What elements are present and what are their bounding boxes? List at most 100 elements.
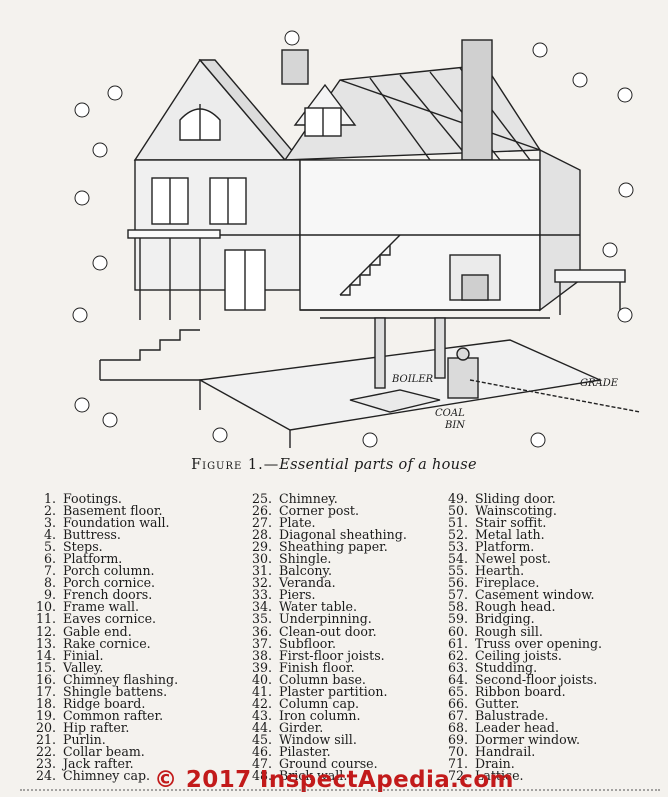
legend-item-label: First-floor joists. — [279, 647, 385, 663]
legend-item-label: Ribbon board. — [475, 683, 566, 699]
legend-item: 71.Drain. — [448, 756, 668, 772]
legend-item-number: 17. — [36, 683, 57, 699]
legend-item: 10.Frame wall. — [36, 601, 246, 614]
legend-item-label: Steps. — [63, 539, 103, 555]
legend-item: 27.Plate. — [252, 515, 452, 531]
legend-item: 13.Rake cornice. — [36, 635, 246, 651]
legend-item: 9.French doors. — [36, 587, 246, 603]
legend-item-number: 45. — [252, 731, 273, 747]
legend-item: 41.Plaster partition. — [252, 685, 452, 698]
legend-item-number: 55. — [448, 563, 469, 579]
legend-item-label: Eaves cornice. — [63, 611, 157, 627]
legend-item-number: 39. — [252, 659, 273, 675]
legend-item-label: Gutter. — [475, 695, 520, 711]
svg-text:GRADE: GRADE — [580, 378, 619, 389]
legend-item-label: Veranda. — [279, 575, 336, 591]
legend-item: 1.Footings. — [36, 492, 246, 505]
legend-item: 8.Porch cornice. — [36, 577, 246, 590]
legend-item-label: Balcony. — [279, 563, 332, 579]
legend-item: 62.Ceiling joists. — [448, 649, 668, 662]
legend-item: 15.Valley. — [36, 661, 246, 674]
legend-item-label: Hearth. — [475, 563, 525, 579]
legend-item-label: Studding. — [475, 659, 538, 675]
legend-item-label: French doors. — [63, 587, 153, 603]
legend-item-label: Ridge board. — [63, 695, 146, 711]
legend-item-label: Collar beam. — [63, 743, 145, 759]
legend-item: 2.Basement floor. — [36, 503, 246, 519]
legend-item-number: 20. — [36, 719, 57, 735]
legend-item: 51.Stair soffit. — [448, 515, 668, 531]
legend-item-number: 66. — [448, 695, 469, 711]
legend-item: 46.Pilaster. — [252, 745, 452, 758]
legend-item-number: 70. — [448, 743, 469, 759]
legend-item: 47.Ground course. — [252, 756, 452, 772]
legend-item-number: 48. — [252, 768, 273, 784]
figure-caption: Figure 1.—Essential parts of a house — [0, 457, 668, 473]
legend-item-label: Chimney. — [279, 491, 338, 506]
legend-item: 56.Fireplace. — [448, 575, 668, 591]
legend-item-number: 25. — [252, 491, 273, 506]
legend-item-label: Girder. — [279, 719, 324, 735]
legend-item-label: Plate. — [279, 515, 316, 531]
legend-item-label: Basement floor. — [63, 503, 163, 519]
legend-item-label: Newel post. — [475, 551, 551, 567]
legend-item: 38.First-floor joists. — [252, 647, 452, 663]
legend-item-number: 59. — [448, 611, 469, 627]
svg-text:BOILER: BOILER — [391, 374, 434, 385]
page-bottom-edge — [20, 789, 660, 793]
house-illustration: BOILER COAL BIN GRADE — [72, 30, 640, 448]
svg-text:COAL: COAL — [435, 408, 465, 419]
legend-item-number: 36. — [252, 623, 273, 639]
legend-item-number: 71. — [448, 756, 469, 772]
legend-item-number: 72. — [448, 768, 469, 784]
legend-item-label: Subfloor. — [279, 635, 337, 651]
legend-item-label: Rough sill. — [475, 623, 543, 639]
legend-item-number: 65. — [448, 683, 469, 699]
legend-item-label: Finial. — [63, 647, 104, 663]
legend-item-number: 42. — [252, 695, 273, 711]
legend-item: 24.Chimney cap. — [36, 769, 246, 782]
legend-item-label: Corner post. — [279, 503, 359, 519]
legend-item: 5. Steps. — [36, 539, 246, 555]
legend-item: 29.Sheathing paper. — [252, 539, 452, 555]
legend-item: 67.Balustrade. — [448, 707, 668, 723]
legend-item-number: 14. — [36, 647, 57, 663]
legend-item-number: 29. — [252, 539, 273, 555]
legend-item: 4.Buttress. — [36, 528, 246, 541]
legend-item: 48.Brick wall. — [252, 768, 452, 784]
legend-item-label: Sliding door. — [475, 491, 556, 506]
legend-item-label: Lattice. — [475, 768, 524, 784]
parts-legend-column-2: 25.Chimney.26.Corner post.27.Plate.28.Di… — [252, 491, 452, 784]
legend-item: 31.Balcony. — [252, 563, 452, 579]
legend-item-label: Casement window. — [475, 587, 595, 603]
legend-item-number: 5. — [43, 539, 56, 555]
legend-item: 39.Finish floor. — [252, 659, 452, 675]
legend-item-label: Diagonal sheathing. — [279, 527, 407, 543]
legend-item-label: Fireplace. — [475, 575, 540, 591]
legend-item: 45.Window sill. — [252, 731, 452, 747]
legend-item-number: 22. — [36, 743, 57, 759]
legend-item-number: 6. — [43, 551, 56, 567]
legend-item-label: Platform. — [63, 551, 123, 567]
legend-item: 58.Rough head. — [448, 601, 668, 614]
legend-item: 54.Newel post. — [448, 551, 668, 567]
legend-item-label: Clean-out door. — [279, 623, 377, 639]
legend-item: 23.Jack rafter. — [36, 757, 246, 770]
legend-item: 14. Finial. — [36, 647, 246, 663]
legend-item-number: 19. — [36, 707, 57, 723]
legend-item-label: Iron column. — [279, 707, 361, 723]
legend-item-label: Chimney flashing. — [63, 671, 179, 687]
legend-item-number: 21. — [36, 731, 57, 747]
legend-item: 42.Column cap. — [252, 695, 452, 711]
legend-item-number: 57. — [448, 587, 469, 603]
legend-item: 66. Gutter. — [448, 695, 668, 711]
legend-item-label: Balustrade. — [475, 707, 549, 723]
legend-item-number: 47. — [252, 756, 273, 772]
legend-item: 11.Eaves cornice. — [36, 611, 246, 627]
legend-item-number: 60. — [448, 623, 469, 639]
legend-item-number: 12. — [36, 623, 57, 639]
legend-item-label: Stair soffit. — [475, 515, 547, 531]
legend-item: 21.Purlin. — [36, 731, 246, 747]
legend-item-number: 13. — [36, 635, 57, 651]
